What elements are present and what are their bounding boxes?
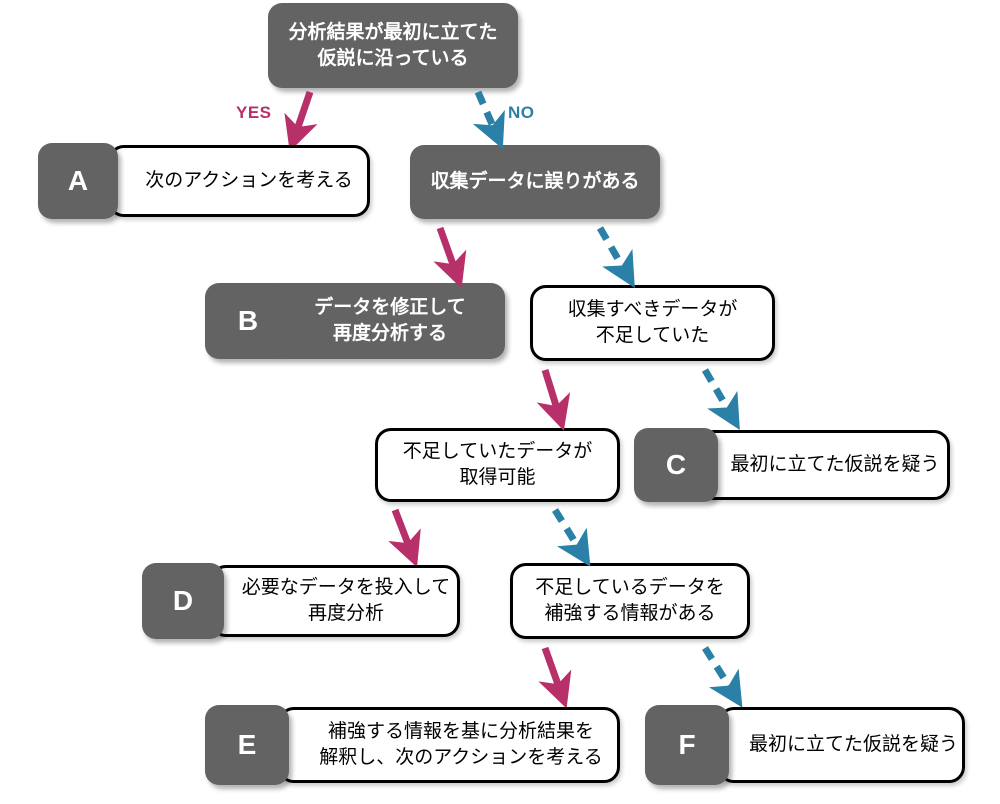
node-q4-line1: 不足していたデータが: [402, 441, 593, 463]
outcome-c-tag[interactable]: C: [634, 428, 718, 502]
outcome-d-line1: 必要なデータを投入して: [241, 577, 451, 599]
node-q3-line1: 収集すべきデータが: [567, 299, 738, 321]
outcome-b-line1: データを修正して: [314, 297, 466, 319]
outcome-f-tag[interactable]: F: [645, 705, 729, 785]
outcome-d-body[interactable]: 必要なデータを投入して 再度分析: [210, 565, 460, 637]
edge-q5-to-e: [538, 646, 572, 709]
outcome-d-tag[interactable]: D: [142, 563, 224, 639]
edge-root-to-a: [284, 90, 318, 152]
edge-label-no: NO: [508, 103, 535, 122]
edge-q3-to-c: [701, 368, 740, 430]
edge-root-to-q2: [472, 90, 505, 149]
node-root-line2: 仮説に沿っている: [317, 47, 469, 69]
outcome-e-line1: 補強する情報を基に分析結果を: [327, 721, 594, 743]
node-q3-question[interactable]: 収集すべきデータが 不足していた: [530, 285, 775, 361]
outcome-e-tag[interactable]: E: [205, 705, 289, 785]
node-root-question[interactable]: 分析結果が最初に立てた 仮説に沿っている: [268, 3, 518, 88]
node-q4-question[interactable]: 不足していたデータが 取得可能: [375, 428, 620, 502]
edge-q2-to-b: [433, 226, 467, 289]
edge-q2-to-q3: [596, 226, 635, 288]
node-q2-question[interactable]: 収集データに誤りがある: [410, 145, 660, 219]
node-q3-line2: 不足していた: [595, 325, 710, 346]
node-q5-line1: 不足しているデータを: [535, 577, 725, 599]
edge-label-yes: YES: [236, 103, 272, 122]
outcome-c-body[interactable]: 最初に立てた仮説を疑う: [698, 430, 950, 500]
node-q5-line2: 補強する情報がある: [544, 603, 716, 624]
node-q2-line1: 収集データに誤りがある: [430, 171, 640, 193]
outcome-a-body[interactable]: 次のアクションを考える: [108, 145, 370, 217]
outcome-a-tag[interactable]: A: [38, 143, 118, 219]
outcome-f-label: 最初に立てた仮説を疑う: [748, 734, 958, 756]
outcome-a-label: 次のアクションを考える: [145, 170, 353, 192]
edge-q5-to-f: [702, 646, 743, 708]
outcome-b-tag[interactable]: B: [208, 285, 288, 357]
node-q4-line2: 取得可能: [459, 467, 536, 488]
node-q5-question[interactable]: 不足しているデータを 補強する情報がある: [510, 563, 750, 639]
outcome-e-line2: 解釈し、次のアクションを考える: [319, 747, 603, 768]
outcome-b-line2: 再度分析する: [332, 323, 447, 344]
edge-q4-to-q5: [552, 508, 591, 567]
node-root-line1: 分析結果が最初に立てた: [288, 21, 498, 43]
edge-q4-to-d: [388, 508, 421, 568]
edge-q3-to-q4: [536, 368, 571, 431]
outcome-f-body[interactable]: 最初に立てた仮説を疑う: [718, 707, 965, 783]
outcome-e-body[interactable]: 補強する情報を基に分析結果を 解釈し、次のアクションを考える: [278, 707, 620, 783]
outcome-c-label: 最初に立てた仮説を疑う: [730, 454, 940, 476]
outcome-d-line2: 再度分析: [307, 603, 384, 624]
